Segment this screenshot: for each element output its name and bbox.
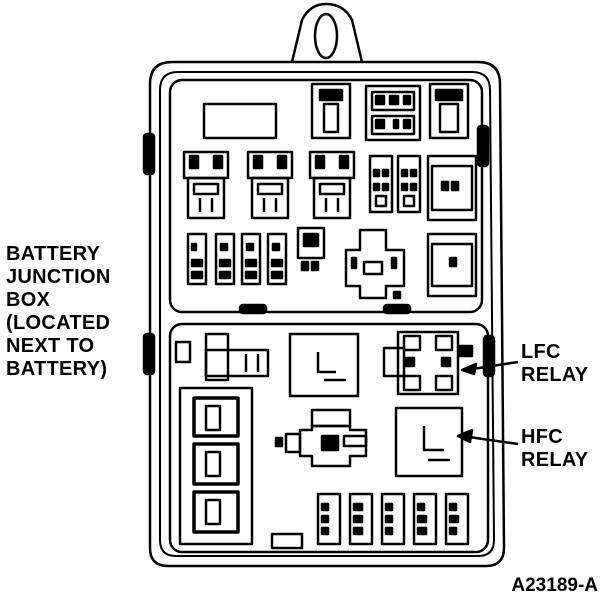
diode-block xyxy=(296,226,326,272)
label-line: NEXT TO xyxy=(6,335,95,357)
maxi-fuse-2 xyxy=(426,232,478,298)
mounting-tab xyxy=(290,2,364,63)
mini-relay-2 xyxy=(246,150,294,220)
top-fuse-block xyxy=(364,84,422,142)
junction-box-housing xyxy=(148,60,506,568)
label-line: BOX xyxy=(6,289,51,311)
fuse-column-2 xyxy=(396,154,422,214)
lfc-relay xyxy=(382,330,474,396)
maxi-fuse-1 xyxy=(426,154,478,222)
label-line: RELAY xyxy=(521,449,589,471)
mini-relay-1 xyxy=(182,150,230,220)
label-line: RELAY xyxy=(521,364,589,386)
lower-connector xyxy=(204,332,270,382)
lower-relay-1 xyxy=(288,332,360,398)
label-line: BATTERY) xyxy=(6,358,108,380)
top-connector-left xyxy=(310,82,352,140)
hfc-relay-label: HFC RELAY xyxy=(521,426,588,472)
lower-relay-panel xyxy=(168,322,490,554)
hfc-leader-arrow xyxy=(456,428,519,446)
label-line: LFC xyxy=(521,341,561,363)
fuse-column-1 xyxy=(368,154,394,214)
battery-junction-box-label: BATTERY JUNCTION BOX (LOCATED NEXT TO BA… xyxy=(6,243,111,381)
upper-relay-socket xyxy=(344,228,406,300)
label-window xyxy=(202,102,278,140)
label-line: HFC xyxy=(521,426,564,448)
figure-id: A23189-A xyxy=(511,575,598,596)
top-connector-right xyxy=(428,82,470,140)
label-line: BATTERY xyxy=(6,243,101,265)
label-line: JUNCTION xyxy=(6,266,111,288)
hfc-relay xyxy=(394,406,464,478)
lfc-relay-label: LFC RELAY xyxy=(521,341,588,387)
small-fuse-row xyxy=(186,232,288,286)
upper-fuse-panel xyxy=(168,78,484,314)
bottom-fuse-row xyxy=(316,492,470,546)
mini-relay-3 xyxy=(308,150,356,220)
lfc-leader-arrow xyxy=(460,360,519,376)
center-relay-socket xyxy=(274,408,368,468)
large-fuse-stack xyxy=(178,386,254,546)
label-line: (LOCATED xyxy=(6,312,111,334)
